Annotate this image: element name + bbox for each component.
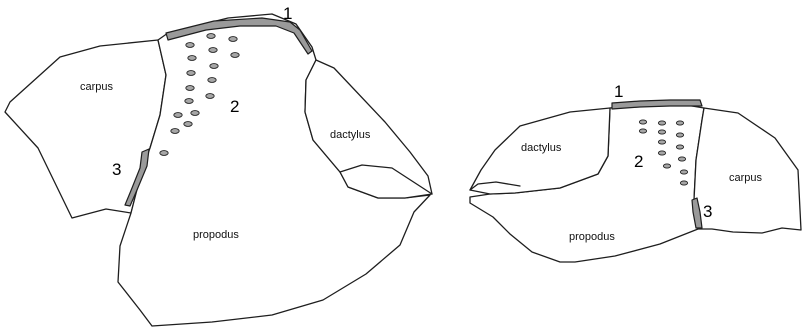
pore	[190, 110, 200, 116]
pore	[228, 36, 238, 42]
pore	[183, 121, 193, 127]
right-marker-3: 3	[703, 202, 712, 221]
left-claw: carpus dactylus propodus 1 2 3	[4, 4, 433, 327]
right-dactylus-inner-line	[469, 181, 521, 191]
right-marker-1: 1	[614, 82, 623, 101]
right-claw: dactylus carpus propodus 1 2 3	[469, 82, 802, 263]
right-band-1	[611, 99, 703, 110]
left-carpus-label: carpus	[80, 81, 114, 93]
pore	[208, 47, 218, 53]
pore	[159, 150, 169, 156]
pore	[657, 129, 667, 135]
pore	[657, 120, 667, 126]
pore	[679, 169, 689, 175]
pore	[675, 132, 685, 138]
right-band-3	[691, 197, 703, 229]
left-band-3	[124, 148, 150, 207]
pore	[638, 119, 648, 125]
right-dactylus-label: dactylus	[521, 142, 562, 154]
pore	[185, 85, 195, 91]
right-dactylus-segment	[469, 107, 611, 195]
pore	[675, 144, 685, 150]
right-carpus-label: carpus	[729, 172, 763, 184]
pore	[207, 77, 217, 83]
left-dactylus-label: dactylus	[330, 129, 371, 141]
pore	[205, 93, 215, 99]
pore	[209, 63, 219, 69]
right-propodus-label: propodus	[569, 231, 615, 243]
pore	[657, 150, 667, 156]
left-dactylus-segment	[304, 59, 433, 199]
left-band-1	[165, 17, 313, 55]
left-propodus-label: propodus	[193, 229, 239, 241]
pore	[186, 70, 196, 76]
left-marker-2: 2	[230, 97, 239, 116]
pore	[173, 112, 183, 118]
pore	[679, 180, 689, 186]
right-pore-group	[638, 119, 689, 186]
left-marker-1: 1	[283, 4, 292, 23]
right-marker-2: 2	[634, 152, 643, 171]
left-marker-3: 3	[112, 160, 121, 179]
left-dactylus-inner-line	[339, 164, 433, 195]
pore	[185, 42, 195, 48]
pore	[170, 128, 180, 134]
pore	[187, 55, 197, 61]
pore	[657, 139, 667, 145]
left-propodus-segment	[117, 13, 431, 327]
pore	[230, 52, 240, 58]
pore	[184, 98, 194, 104]
pore	[638, 128, 648, 134]
pore	[675, 120, 685, 126]
right-carpus-segment	[693, 107, 802, 234]
pore	[662, 163, 672, 169]
pore	[206, 33, 216, 39]
left-pore-group	[159, 33, 240, 156]
pore	[677, 156, 687, 162]
